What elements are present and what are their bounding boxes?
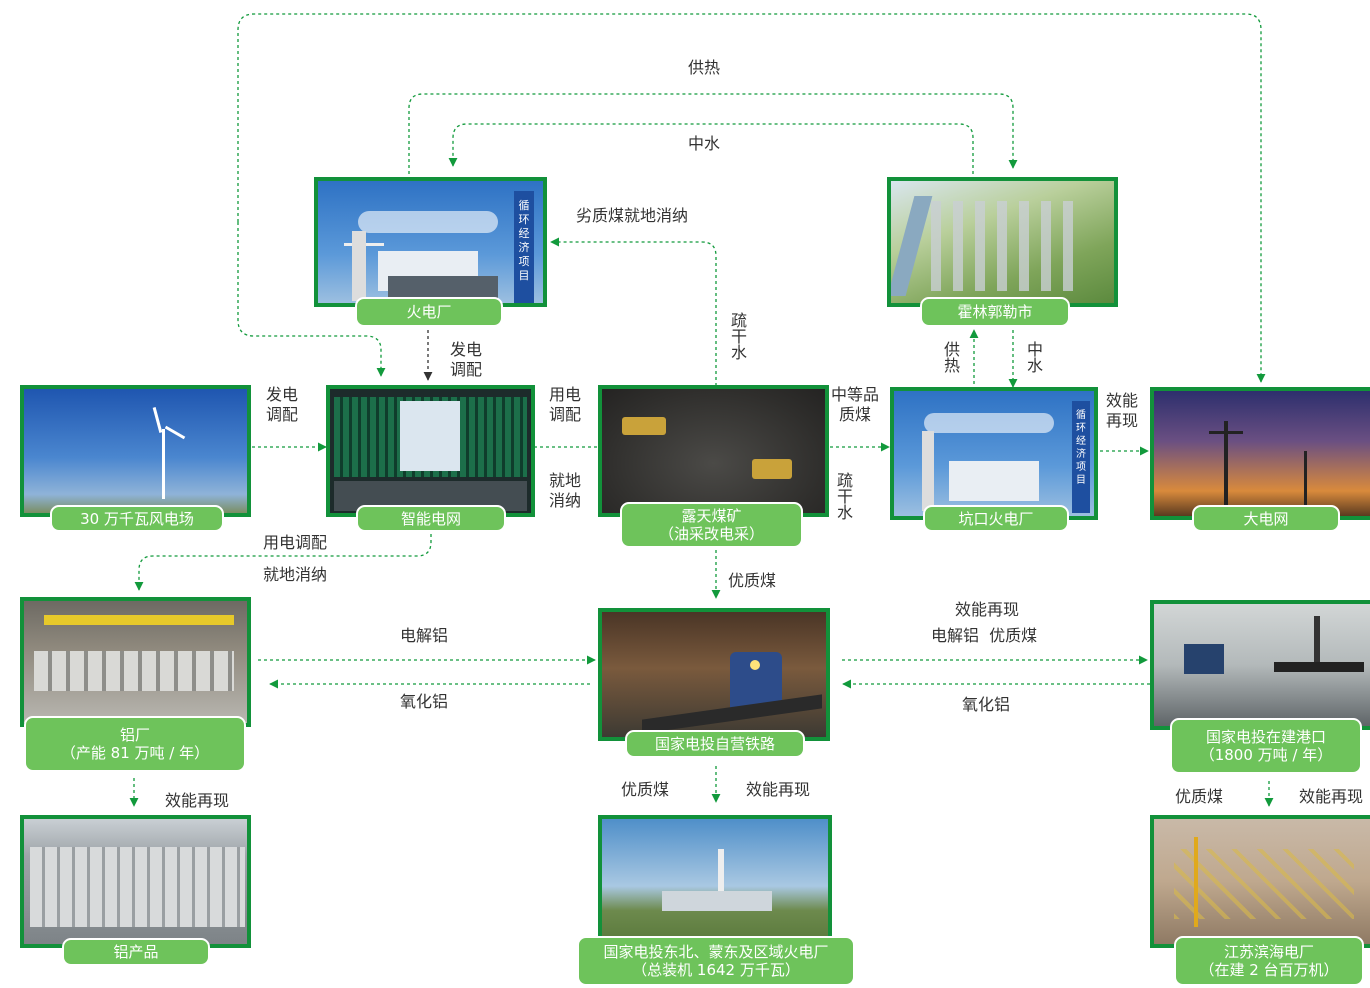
binhai-plant-label-line2: （在建 2 台百万机） [1199,961,1339,979]
aluminum-plant-label-line2: （产能 81 万吨 / 年） [60,744,210,762]
label-supply-heat-pit: 供热 [943,340,960,375]
label-use-dispatch-mine: 用电调配 [549,385,582,424]
binhai-plant-node [1150,815,1370,948]
fire-plant-photo: 循环经济项目 [318,181,543,303]
label-medium-coal: 中等品质煤 [830,385,879,424]
pithead-plant-node: 循环经济项目 [890,387,1098,520]
regional-plants-photo [602,819,828,941]
label-alumina-right: 氧化铝 [962,695,1011,714]
port-label-line1: 国家电投在建港口 [1205,728,1326,746]
label-electrolytic-quality-right: 电解铝 优质煤 [931,626,1038,645]
label-quality-coal-port: 优质煤 [1175,787,1224,806]
label-local-absorb-mine: 就地消纳 [549,471,582,510]
railway-node [598,608,830,741]
hulunbuir-city-label: 霍林郭勒市 [920,297,1070,327]
open-pit-mine-label-line2: （油采改电采） [658,525,764,543]
aluminum-plant-label: 铝厂 （产能 81 万吨 / 年） [24,716,246,772]
aluminum-plant-photo [24,601,247,723]
aluminum-products-node [20,815,251,948]
regional-plants-label-line1: 国家电投东北、蒙东及区域火电厂 [603,943,829,961]
arrow-outer-loop-to-smart-grid [237,13,1266,383]
open-pit-mine-node [598,385,829,517]
label-reclaimed-water-top: 中水 [688,134,721,153]
aluminum-products-photo [24,819,247,944]
label-local-absorb-alu: 就地消纳 [263,565,328,584]
fire-plant-sign: 循环经济项目 [514,191,534,303]
binhai-plant-photo [1154,819,1370,944]
binhai-plant-label-line1: 江苏滨海电厂 [1223,943,1314,961]
port-label-line2: （1800 万吨 / 年） [1199,746,1333,764]
regional-plants-node [598,815,832,945]
smart-grid-photo [330,389,531,513]
fire-plant-node: 循环经济项目 [314,177,547,307]
label-gen-dispatch-upper: 发电调配 [450,340,483,379]
fire-plant-label: 火电厂 [355,297,503,327]
port-node [1150,600,1370,730]
smart-grid-label: 智能电网 [356,505,506,532]
label-efficiency-port: 效能再现 [1299,787,1364,806]
arrow-smart-grid-to-alu [134,522,432,591]
label-electrolytic-al-left: 电解铝 [400,626,449,645]
regional-plants-label: 国家电投东北、蒙东及区域火电厂 （总装机 1642 万千瓦） [577,936,855,986]
open-pit-mine-label: 露天煤矿 （油采改电采） [620,502,803,548]
binhai-plant-label: 江苏滨海电厂 （在建 2 台百万机） [1174,936,1364,986]
label-efficiency-alu: 效能再现 [165,791,230,810]
aluminum-plant-node [20,597,251,727]
label-quality-coal-mine: 优质煤 [728,571,777,590]
smart-grid-node [326,385,535,517]
arrow-low-quality-coal [550,237,717,386]
arrow-outer-loop-branch [237,222,386,377]
mine-photo [602,389,825,513]
pithead-plant-sign: 循环经济项目 [1072,401,1090,513]
main-grid-photo [1154,391,1370,516]
port-photo [1154,604,1370,726]
label-efficiency-rail: 效能再现 [746,780,811,799]
railway-label: 国家电投自营铁路 [625,730,805,758]
aluminum-plant-label-line1: 铝厂 [119,726,150,744]
pithead-plant-label: 坑口火电厂 [923,505,1069,532]
open-pit-mine-label-line1: 露天煤矿 [681,507,742,525]
regional-plants-label-line2: （总装机 1642 万千瓦） [632,961,800,979]
main-grid-node [1150,387,1370,520]
main-grid-label: 大电网 [1192,505,1340,532]
label-low-quality-coal: 劣质煤就地消纳 [576,206,689,225]
label-drain-water-lower: 疏干水 [836,471,853,522]
label-efficiency-grid: 效能再现 [1106,391,1139,430]
label-supply-heat-top: 供热 [688,58,721,77]
aluminum-products-label: 铝产品 [62,938,210,966]
label-efficiency-right: 效能再现 [955,600,1020,619]
label-drain-water-upper: 疏干水 [730,311,747,362]
pithead-plant-photo: 循环经济项目 [894,391,1094,516]
label-gen-dispatch-wind: 发电调配 [266,385,299,424]
wind-farm-label: 30 万千瓦风电场 [50,505,224,532]
label-alumina-left: 氧化铝 [400,692,449,711]
city-photo [891,181,1114,303]
hulunbuir-city-node [887,177,1118,307]
label-quality-coal-rail: 优质煤 [621,780,670,799]
port-label: 国家电投在建港口 （1800 万吨 / 年） [1170,718,1362,774]
label-reclaimed-water-pit: 中水 [1026,340,1043,375]
wind-farm-node [20,385,251,517]
label-use-dispatch-alu: 用电调配 [263,533,328,552]
railway-photo [602,612,826,737]
wind-farm-photo [24,389,247,513]
